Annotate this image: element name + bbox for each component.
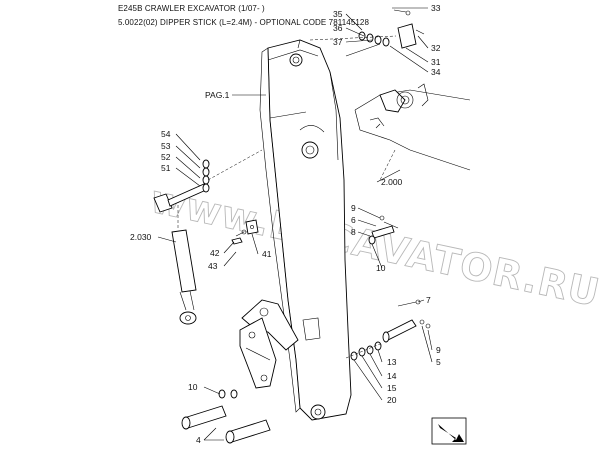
diagram-subtitle: 5.0022(02) DIPPER STICK (L=2.4M) - OPTIO… [118, 18, 370, 27]
diagram-title: E245B CRAWLER EXCAVATOR (1/07- ) [118, 4, 265, 13]
callout-pag1: PAG.1 [205, 90, 230, 100]
cylinder-reference [171, 200, 197, 325]
lower-pins [181, 389, 271, 444]
callout-54: 54 [161, 129, 171, 139]
callout-31: 31 [431, 57, 441, 67]
callout-9-upper: 9 [351, 203, 356, 213]
callout-labels: 33 35 36 37 32 31 34 PAG.1 54 53 52 51 2… [130, 3, 441, 445]
callout-33: 33 [431, 3, 441, 13]
callout-51: 51 [161, 163, 171, 173]
callout-32: 32 [431, 43, 441, 53]
callout-34: 34 [431, 67, 441, 77]
pin-assembly-51-54 [153, 149, 263, 213]
plate-41-bolts [231, 219, 259, 245]
pin-assembly-6-8 [368, 215, 399, 245]
callout-36: 36 [333, 23, 343, 33]
callout-2000: 2.000 [381, 177, 403, 187]
callout-13: 13 [387, 357, 397, 367]
callout-8: 8 [351, 227, 356, 237]
callout-43: 43 [208, 261, 218, 271]
callout-35: 35 [333, 9, 343, 19]
callout-53: 53 [161, 141, 171, 151]
pin-assembly-5-7 [345, 299, 431, 361]
callout-52: 52 [161, 152, 171, 162]
pin-assembly-31-37 [309, 9, 425, 49]
callout-15: 15 [387, 383, 397, 393]
callout-10-lower: 10 [188, 382, 198, 392]
callout-4: 4 [196, 435, 201, 445]
watermark-text: www.EXCAVATOR.RU [147, 177, 600, 315]
callout-42: 42 [210, 248, 220, 258]
callout-20: 20 [387, 395, 397, 405]
callout-14: 14 [387, 371, 397, 381]
link-parts [239, 299, 299, 389]
boom-reference [354, 83, 471, 181]
leader-lines [157, 7, 433, 441]
callout-9-lower: 9 [436, 345, 441, 355]
callout-6: 6 [351, 215, 356, 225]
callout-41: 41 [262, 249, 272, 259]
callout-10-upper: 10 [376, 263, 386, 273]
dipper-stick [259, 39, 352, 421]
callout-37: 37 [333, 37, 343, 47]
callout-5: 5 [436, 357, 441, 367]
callout-2030: 2.030 [130, 232, 152, 242]
arrow-box-icon[interactable] [431, 417, 467, 445]
callout-7: 7 [426, 295, 431, 305]
